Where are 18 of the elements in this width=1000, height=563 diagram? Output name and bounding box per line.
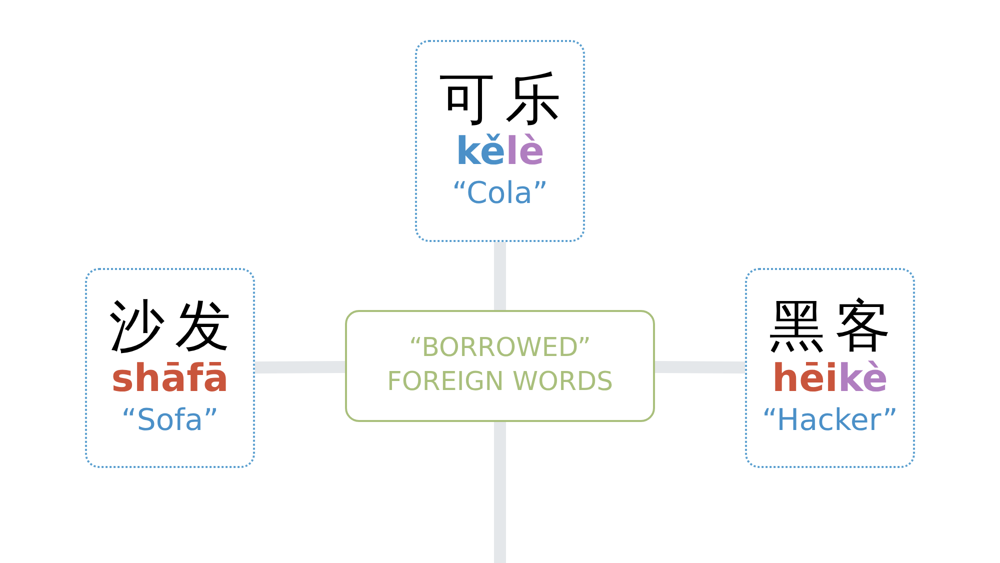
chinese-characters: 黑客 bbox=[769, 296, 901, 358]
english-meaning: “Sofa” bbox=[121, 402, 219, 440]
word-card bbox=[415, 40, 585, 242]
english-meaning: “Cola” bbox=[452, 175, 548, 214]
chinese-characters: 可乐 bbox=[439, 68, 571, 130]
word-card bbox=[85, 268, 255, 468]
topic-title: “BORROWED” FOREIGN WORDS bbox=[386, 332, 614, 399]
pinyin: shāfā bbox=[111, 357, 229, 402]
topic-box bbox=[345, 310, 655, 422]
connector-line bbox=[654, 360, 746, 374]
connector-line bbox=[494, 242, 506, 310]
word-card bbox=[745, 268, 915, 468]
pinyin: hēikè bbox=[772, 357, 888, 402]
chinese-characters: 沙发 bbox=[109, 296, 241, 358]
pinyin: kělè bbox=[456, 130, 544, 174]
english-meaning: “Hacker” bbox=[762, 402, 898, 440]
connector-line bbox=[494, 422, 506, 563]
connector-line bbox=[254, 360, 346, 374]
